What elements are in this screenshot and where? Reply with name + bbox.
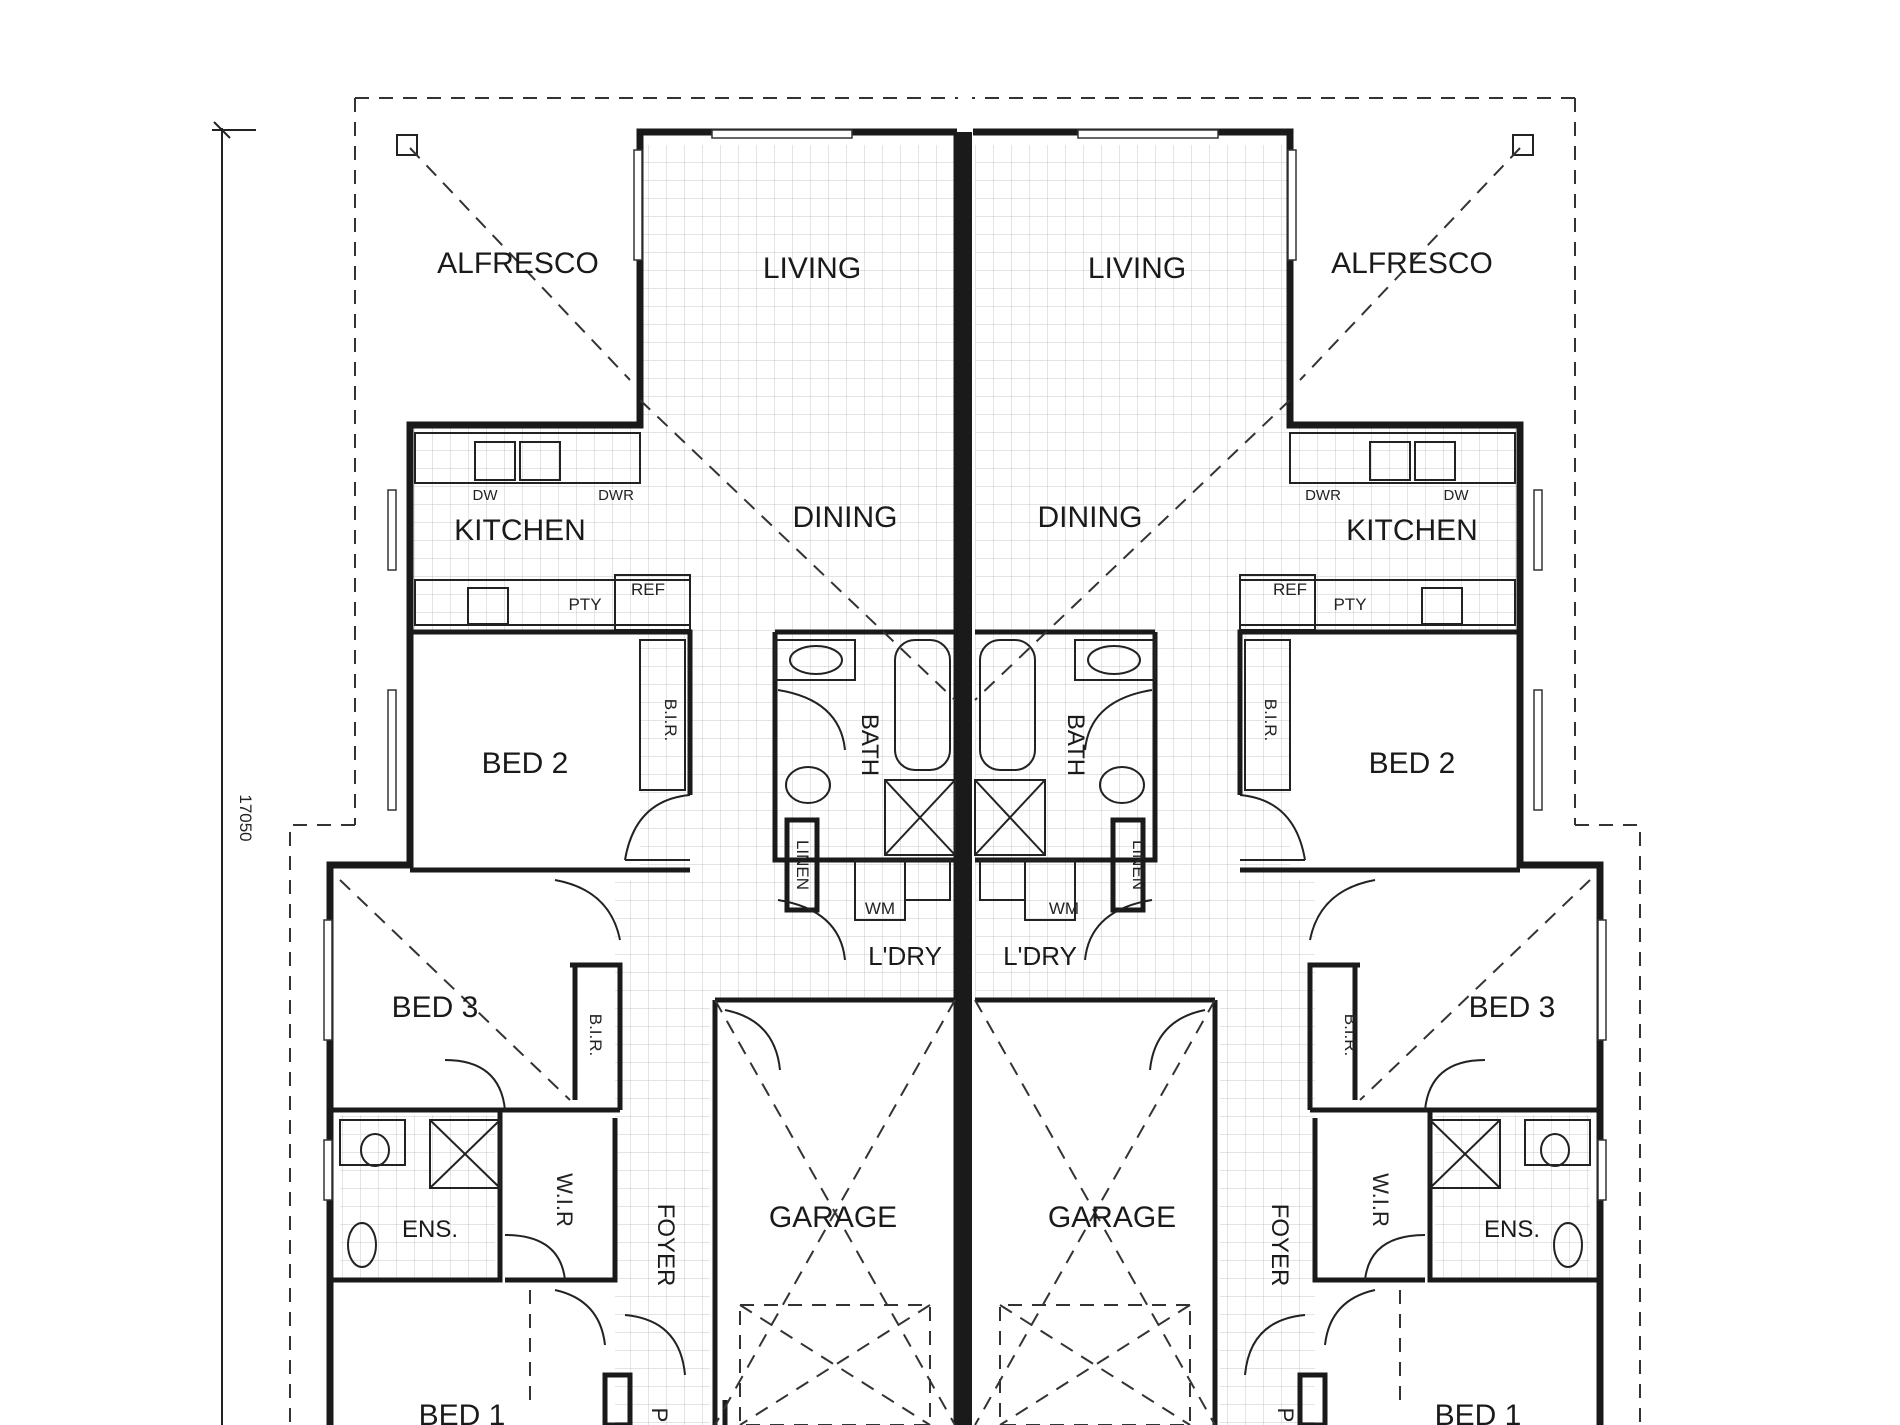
linen-label: LINEN	[793, 840, 812, 890]
wir-label: W.I.R	[552, 1173, 577, 1227]
alfresco-post	[396, 134, 418, 156]
alfresco-label: ALFRESCO	[437, 247, 599, 280]
living-label: LIVING	[1088, 252, 1186, 285]
bir2-label: B.I.R.	[586, 1014, 605, 1057]
unit-right	[972, 97, 1641, 1425]
dw-label: DW	[1444, 487, 1470, 504]
ensuite-label: ENS.	[402, 1216, 458, 1243]
dining-label: DINING	[793, 501, 898, 534]
kitchen-label: KITCHEN	[454, 514, 586, 547]
ensuite-label: ENS.	[1484, 1216, 1540, 1243]
ref-label: REF	[1273, 580, 1307, 599]
dimension-label: 17050	[236, 794, 255, 841]
alfresco-outline	[289, 97, 958, 1425]
party-wall	[958, 132, 972, 1425]
bed3-label: BED 3	[392, 991, 479, 1024]
dwr-label: DWR	[1305, 487, 1341, 504]
garage-label: GARAGE	[769, 1201, 897, 1234]
foyer-label: FOYER	[652, 1204, 679, 1287]
unit-left: ALFRESCO LIVING DINING KITCHEN DW DWR PT…	[289, 97, 961, 1425]
unit-right-labels: ALFRESCO LIVING DINING KITCHEN DW DWR PT…	[1003, 247, 1555, 1425]
overall-dimension: 17050	[212, 121, 256, 1425]
dw-label: DW	[473, 487, 499, 504]
bath-label: BATH	[1062, 714, 1089, 776]
ref-label: REF	[631, 580, 665, 599]
bed2-label: BED 2	[1369, 747, 1456, 780]
bir-label: B.I.R.	[1261, 699, 1280, 742]
porch-label: P	[647, 1408, 672, 1423]
pty-label: PTY	[568, 595, 601, 614]
bir2-label: B.I.R.	[1341, 1014, 1360, 1057]
linen-label: LINEN	[1129, 840, 1148, 890]
wm-label: WM	[865, 899, 895, 918]
pty-label: PTY	[1333, 595, 1366, 614]
bed3-label: BED 3	[1469, 991, 1556, 1024]
bed1-label: BED 1	[1435, 1399, 1522, 1425]
bed2-label: BED 2	[482, 747, 569, 780]
alfresco-label: ALFRESCO	[1331, 247, 1493, 280]
wm-label: WM	[1049, 899, 1079, 918]
bath-label: BATH	[856, 714, 883, 776]
wir-label: W.I.R	[1368, 1173, 1393, 1227]
dwr-label: DWR	[598, 487, 634, 504]
foyer-label: FOYER	[1266, 1204, 1293, 1287]
kitchen-label: KITCHEN	[1346, 514, 1478, 547]
bir-label: B.I.R.	[661, 699, 680, 742]
laundry-label: L'DRY	[1003, 941, 1077, 971]
bed1-label: BED 1	[419, 1399, 506, 1425]
laundry-label: L'DRY	[868, 941, 942, 971]
dining-label: DINING	[1038, 501, 1143, 534]
garage-label: GARAGE	[1048, 1201, 1176, 1234]
living-label: LIVING	[763, 252, 861, 285]
porch-label: P	[1273, 1408, 1298, 1423]
